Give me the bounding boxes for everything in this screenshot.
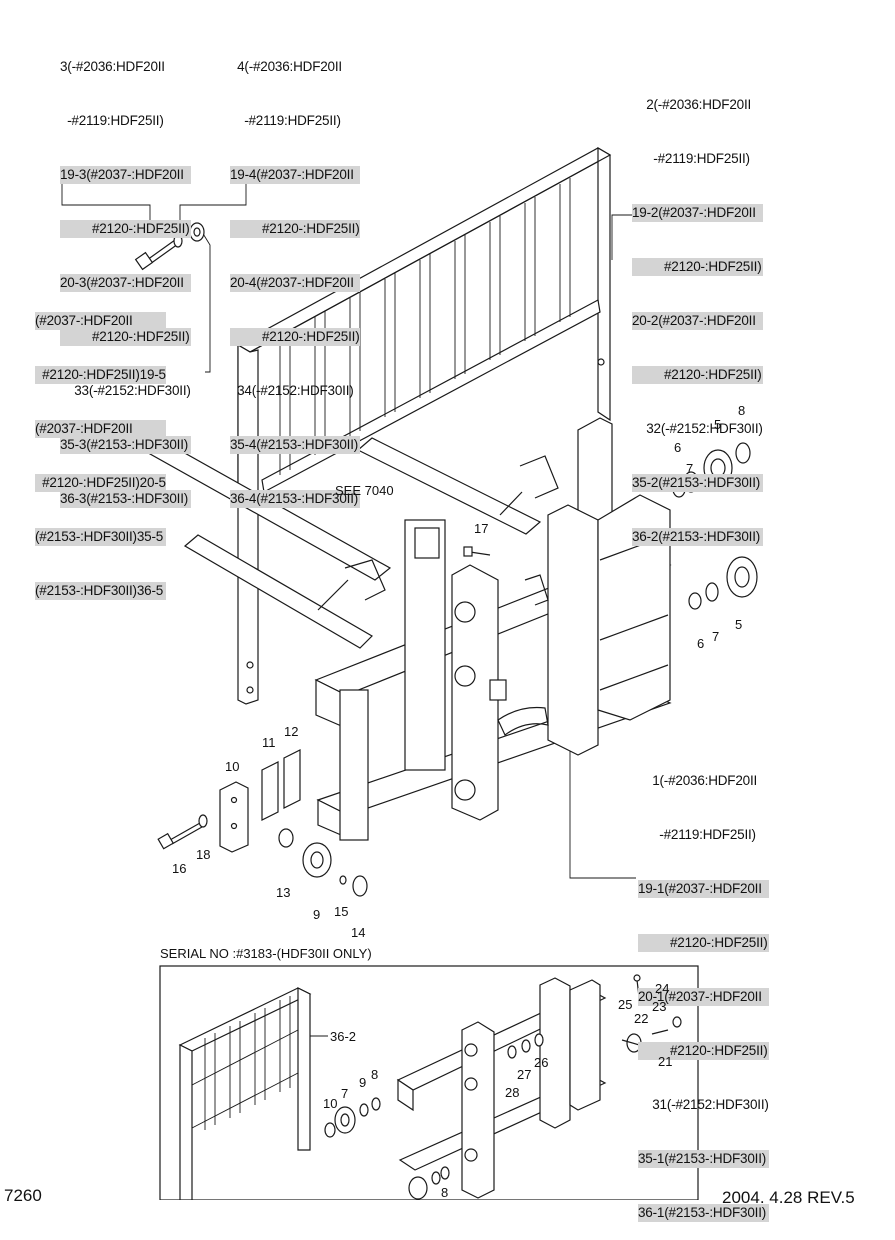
carriage-assembly — [314, 494, 672, 841]
see-reference-note: SEE 7040 — [335, 483, 394, 498]
callout-part-5: (#2037-:HDF20II #2120-:HDF25II)19-5 (#20… — [35, 276, 166, 618]
callout-line: 35-1(#2153-:HDF30II) — [638, 1150, 769, 1168]
callout-line: -#2119:HDF25II) — [60, 113, 164, 128]
part-number: 36-2 — [330, 1029, 357, 1044]
part-number: 17 — [474, 521, 489, 536]
callout-part-2: 2(-#2036:HDF20II -#2119:HDF25II) 19-2(#2… — [632, 60, 763, 564]
callout-line: (#2153-:HDF30II)35-5 — [35, 528, 166, 546]
callout-line: #2120-:HDF25II)19-5 — [35, 366, 166, 384]
callout-line: #2120-:HDF25II) — [230, 220, 360, 238]
callout-line: 20-4(#2037-:HDF20II — [230, 274, 360, 292]
part-number: 25 — [618, 997, 633, 1012]
callout-line: 35-2(#2153-:HDF30II) — [632, 474, 763, 492]
bearing-set-lower — [688, 556, 758, 610]
callout-line: 33(-#2152:HDF30II) — [60, 383, 191, 398]
part-number: 27 — [517, 1067, 532, 1082]
part-number: 6 — [674, 440, 682, 455]
callout-line: #2120-:HDF25II) — [60, 220, 191, 238]
part-number: 22 — [634, 1011, 649, 1026]
leader-lines — [61, 182, 636, 879]
callout-line: 20-2(#2037-:HDF20II — [632, 312, 763, 330]
callout-line: 35-4(#2153-:HDF30II) — [230, 436, 360, 454]
callout-line: 31(-#2152:HDF30II) — [638, 1097, 769, 1112]
callout-line: (#2037-:HDF20II — [35, 312, 166, 330]
callout-line: 35-3(#2153-:HDF30II) — [60, 436, 191, 454]
side-pad-hardware — [157, 749, 368, 897]
callout-line: 20-3(#2037-:HDF20II — [60, 274, 191, 292]
part-number: 6 — [697, 636, 705, 651]
callout-line: 3(-#2036:HDF20II — [60, 59, 165, 74]
part-number: 9 — [313, 907, 321, 922]
parts-diagram: 3(-#2036:HDF20II -#2119:HDF25II) 19-3(#2… — [4, 22, 855, 1222]
inset-box — [159, 965, 699, 1200]
part-number: 11 — [262, 735, 276, 750]
callout-line: #2120-:HDF25II) — [638, 1042, 769, 1060]
serial-number-note: SERIAL NO :#3183-(HDF30II ONLY) — [160, 946, 372, 961]
part-number: 8 — [441, 1185, 449, 1200]
part-number: 5 — [735, 617, 743, 632]
callout-line: 36-2(#2153-:HDF30II) — [632, 528, 763, 546]
callout-line: 19-2(#2037-:HDF20II — [632, 204, 763, 222]
callout-line: 19-4(#2037-:HDF20II — [230, 166, 360, 184]
part-number: 5 — [714, 417, 722, 432]
part-number: 28 — [505, 1085, 520, 1100]
exploded-view-drawing — [61, 146, 758, 1200]
callout-part-3: 3(-#2036:HDF20II -#2119:HDF25II) 19-3(#2… — [60, 22, 191, 526]
part-number: 12 — [284, 724, 299, 739]
callout-line: 36-3(#2153-:HDF30II) — [60, 490, 191, 508]
part-number: 15 — [334, 904, 349, 919]
callout-line: -#2119:HDF25II) — [638, 827, 756, 842]
part-number: 13 — [276, 885, 291, 900]
callout-line: 19-3(#2037-:HDF20II — [60, 166, 191, 184]
part-number: 7 — [712, 629, 720, 644]
callout-line: 32(-#2152:HDF30II) — [632, 421, 763, 436]
part-number: 21 — [658, 1054, 673, 1069]
part-number: 7 — [686, 461, 694, 476]
callout-line: #2120-:HDF25II) — [230, 328, 360, 346]
callout-line: 2(-#2036:HDF20II — [632, 97, 752, 112]
callout-line: -#2119:HDF25II) — [230, 113, 341, 128]
part-number: 26 — [534, 1055, 549, 1070]
part-number: 16 — [172, 861, 187, 876]
part-number: 18 — [196, 847, 211, 862]
part-number: 7 — [341, 1086, 349, 1101]
fork-right — [356, 437, 559, 535]
part-number: 10 — [225, 759, 240, 774]
callout-line: #2120-:HDF25II)20-5 — [35, 474, 166, 492]
callout-line: 34(-#2152:HDF30II) — [230, 383, 354, 398]
part-number: 14 — [351, 925, 366, 940]
callout-line: 4(-#2036:HDF20II — [230, 59, 342, 74]
callout-line: #2120-:HDF25II) — [638, 934, 769, 952]
callout-line: 36-4(#2153-:HDF30II) — [230, 490, 360, 508]
part-number: 9 — [359, 1075, 367, 1090]
callout-line: #2120-:HDF25II) — [60, 328, 191, 346]
page-code: 7260 — [4, 1186, 42, 1205]
part-number: 8 — [371, 1067, 379, 1082]
part-number: 23 — [652, 999, 667, 1014]
callout-line: (#2153-:HDF30II)36-5 — [35, 582, 166, 600]
callout-line: #2120-:HDF25II) — [632, 366, 763, 384]
callout-line: -#2119:HDF25II) — [632, 151, 750, 166]
revision-footer: 2004. 4.28 REV.5 — [722, 1188, 855, 1207]
part-number: 24 — [655, 981, 670, 996]
callout-line: 1(-#2036:HDF20II — [638, 773, 758, 788]
part-number: 10 — [323, 1096, 338, 1111]
callout-part-4: 4(-#2036:HDF20II -#2119:HDF25II) 19-4(#2… — [230, 22, 360, 526]
callout-line: 20-1(#2037-:HDF20II — [638, 988, 769, 1006]
callout-line: 19-1(#2037-:HDF20II — [638, 880, 769, 898]
callout-line: #2120-:HDF25II) — [632, 258, 763, 276]
part-number: 8 — [738, 403, 746, 418]
callout-line: (#2037-:HDF20II — [35, 420, 166, 438]
